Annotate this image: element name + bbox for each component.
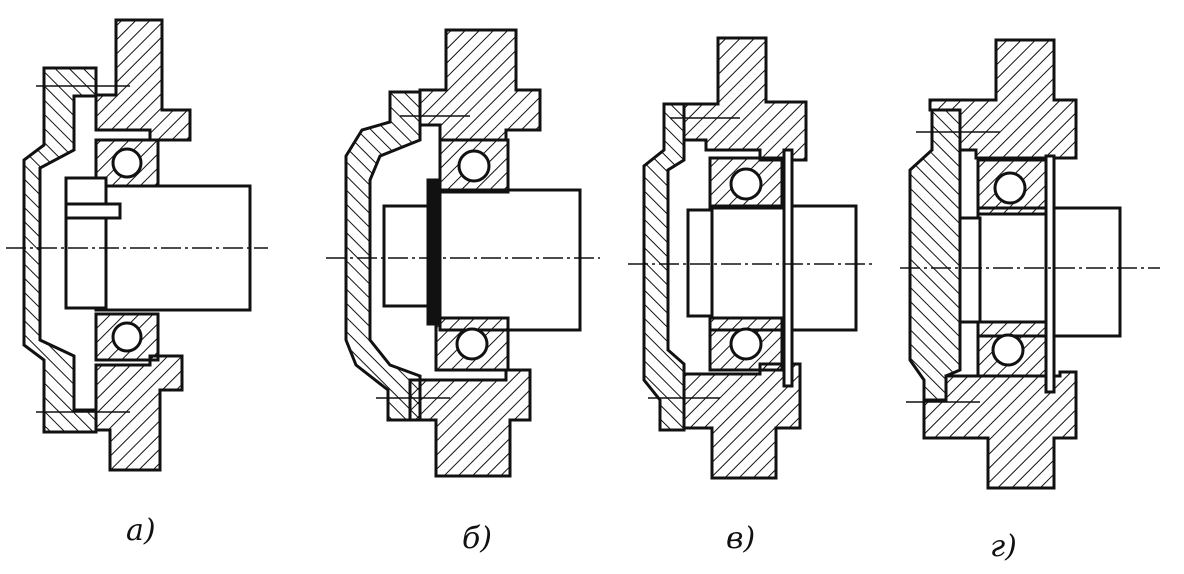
bearing-bottom-g (976, 320, 1048, 378)
bearing-bottom-v (708, 316, 784, 372)
nut-b (382, 204, 434, 308)
cover-a (22, 66, 98, 434)
bearing-top-v (708, 156, 784, 210)
caption-a: а) (126, 513, 156, 548)
nut-a (64, 176, 108, 310)
pin-a (64, 202, 122, 220)
drawing-a (6, 18, 268, 472)
housing-bottom-b (408, 368, 532, 478)
housing-top-g (928, 38, 1078, 160)
shaft-b (438, 188, 582, 332)
caption-v: в) (726, 521, 755, 556)
caption-b: б) (462, 521, 492, 556)
housing-bottom-a (94, 354, 184, 472)
snap-ring-g (1044, 154, 1056, 394)
cover-b (344, 90, 422, 422)
caption-g: г) (990, 529, 1017, 564)
bearing-top-g (976, 158, 1048, 216)
snap-ring-v (782, 148, 794, 388)
cover-g (908, 108, 962, 402)
bearing-bottom-b (434, 316, 510, 372)
housing-top-v (682, 36, 808, 162)
cover-v (642, 102, 686, 432)
drawing-b (326, 28, 600, 478)
spacer-g (958, 216, 982, 324)
bearing-bottom-a (94, 312, 160, 362)
lock-washer-b (426, 178, 440, 326)
drawing-g (900, 38, 1160, 490)
housing-top-a (94, 18, 192, 142)
housing-top-b (418, 28, 542, 142)
spacer-v (686, 208, 714, 318)
bearing-top-b (438, 138, 510, 194)
drawing-v (628, 36, 874, 480)
